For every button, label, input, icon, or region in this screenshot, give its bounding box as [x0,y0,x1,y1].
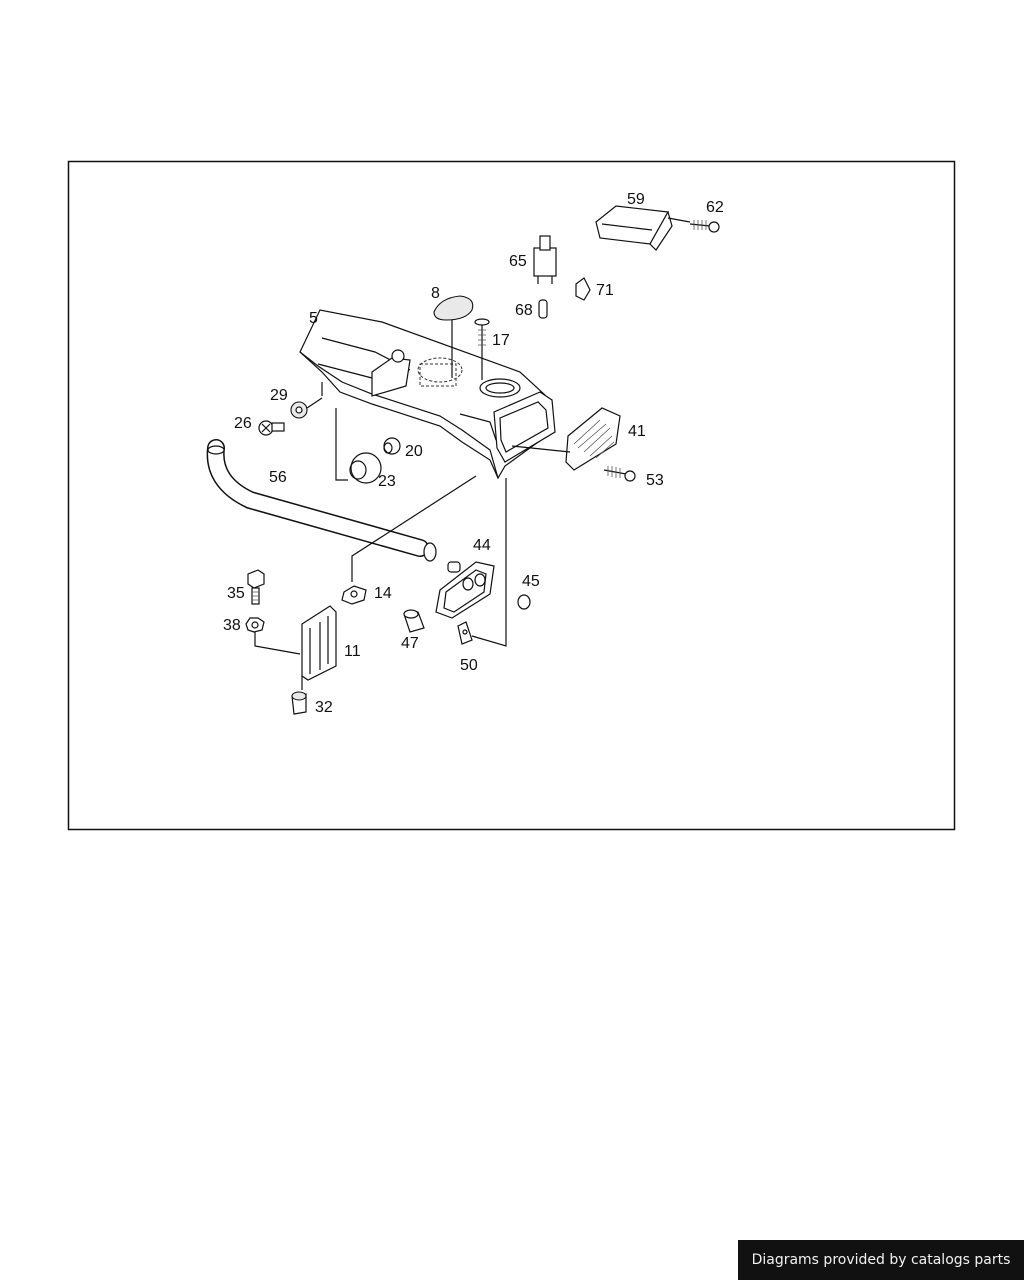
part-47-spacer [403,609,425,633]
credit-text: Diagrams provided by catalogs parts [751,1252,1011,1268]
part-71-clip [575,277,591,301]
part-label: 11 [344,643,361,660]
part-41-cover [511,407,621,471]
part-56-hose [206,439,437,562]
part-label: 35 [227,585,245,602]
part-label: 53 [646,472,664,489]
part-label: 44 [473,537,491,554]
part-50-clip [457,621,473,645]
part-8-cap [433,295,474,378]
part-label: 8 [431,285,440,302]
part-label: 17 [492,332,510,349]
part-17-screw [474,318,490,380]
part-14-nut [341,585,367,605]
part-29-washer [290,397,323,419]
part-35-bolt [247,569,265,605]
part-65-relay [533,235,557,284]
part-label: 20 [405,443,423,460]
part-32-cap [291,691,307,715]
part-label: 56 [269,469,287,486]
part-45-plug [517,594,531,610]
part-label: 5 [309,310,318,327]
part-5-console [299,309,556,480]
part-label: 32 [315,699,333,716]
leader-line [471,478,507,647]
part-label: 45 [522,573,540,590]
part-26-screw [258,420,285,436]
part-label: 38 [223,617,241,634]
part-53-screw [603,466,636,482]
leader-line [335,408,348,481]
credit-banner[interactable]: Diagrams provided by catalogs parts [738,1240,1024,1280]
part-label: 65 [509,253,527,270]
part-label: 62 [706,199,724,216]
diagram-frame [67,160,956,831]
part-label: 23 [378,473,396,490]
part-label: 29 [270,387,288,404]
part-68-pin [538,299,548,319]
part-label: 26 [234,415,252,432]
part-44-grommet [435,561,495,619]
part-59-tray [595,205,691,251]
part-label: 71 [596,282,614,299]
part-label: 47 [401,635,419,652]
part-11-bracket [301,605,337,690]
part-62-screw [689,220,720,233]
leader-line [351,475,477,582]
part-label: 59 [627,191,645,208]
part-label: 41 [628,423,646,440]
part-label: 50 [460,657,478,674]
part-20-bushing [383,437,401,455]
part-38-washer [245,617,301,655]
part-label: 68 [515,302,533,319]
part-label: 14 [374,585,392,602]
part-23-sleeve [349,452,382,484]
